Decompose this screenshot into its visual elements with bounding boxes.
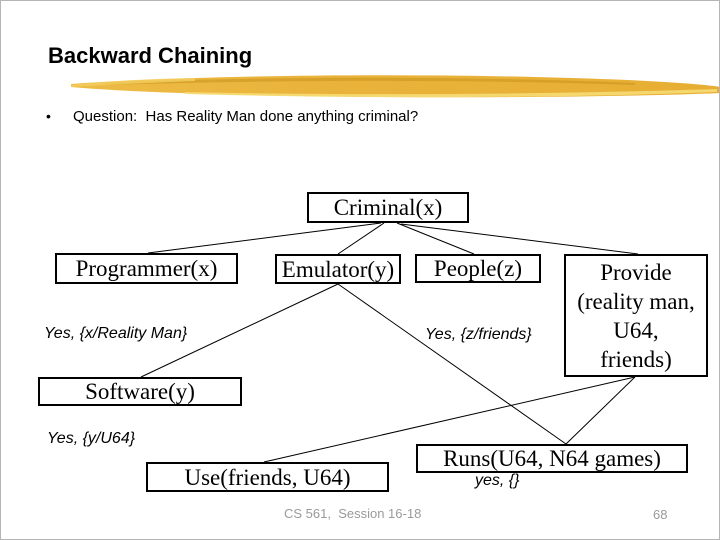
edge-criminal-emulator [337,222,385,255]
substitution-y: Yes, {y/U64} [47,430,136,447]
footer-course-label: CS 561, Session 16-18 [284,506,422,521]
substitution-z: Yes, {z/friends} [425,326,532,343]
node-use: Use(friends, U64) [146,462,389,492]
edge-criminal-provide [400,223,639,255]
substitution-empty: yes, {} [475,472,520,489]
node-software: Software(y) [38,377,242,406]
edge-emulator-runs [337,283,567,445]
edge-provide-runs [565,376,636,445]
page-number: 68 [653,507,668,522]
node-runs: Runs(U64, N64 games) [416,444,688,473]
node-people: People(z) [415,254,541,283]
node-provide: Provide (reality man, U64, friends) [564,254,708,377]
title-underline-brush-icon [71,75,719,98]
bullet-icon: • [46,108,51,124]
node-programmer: Programmer(x) [55,253,238,284]
node-criminal: Criminal(x) [307,192,469,223]
edge-criminal-programmer [147,222,382,254]
node-emulator: Emulator(y) [275,254,401,284]
slide-title: Backward Chaining [48,43,253,68]
question-bullet-row: • Question: Has Reality Man done anythin… [46,107,418,126]
edge-criminal-people [396,222,475,255]
question-text: Question: Has Reality Man done anything … [73,108,419,125]
substitution-x: Yes, {x/Reality Man} [44,325,188,342]
